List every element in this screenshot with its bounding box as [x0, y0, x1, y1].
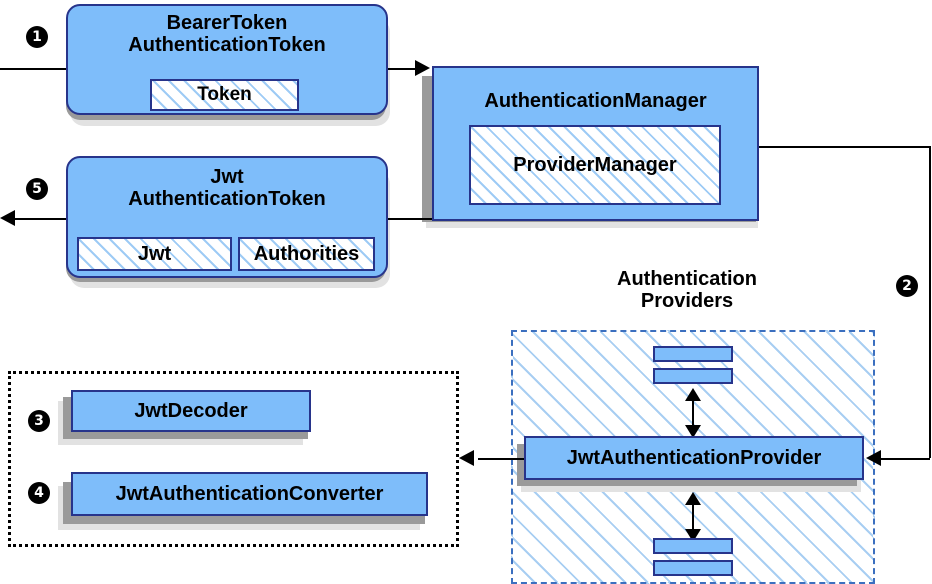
jwt-inner-authorities-box[interactable]: Authorities	[238, 237, 375, 271]
authentication-providers-title: Authentication Providers	[617, 268, 757, 313]
jwt-authentication-converter-label: JwtAuthenticationConverter	[115, 482, 384, 505]
provider-stub-bottom-1	[653, 538, 733, 554]
connector-manager-to-providers-top	[759, 146, 930, 148]
bearer-token-inner-label: Token	[197, 84, 252, 106]
connector-stub-top-to-provider	[692, 392, 694, 430]
jwt-support-components-container	[8, 371, 459, 547]
step-badge-4: 4	[28, 482, 50, 504]
connector-provider-to-stub-bottom	[692, 496, 694, 534]
step-badge-3: 3	[28, 410, 50, 432]
arrowhead-bearer-to-manager	[415, 60, 430, 76]
connector-manager-to-jwt-token	[388, 218, 436, 220]
provider-manager-box[interactable]: ProviderManager	[469, 125, 721, 205]
provider-stub-top-1	[653, 346, 733, 362]
step-badge-2: 2	[896, 275, 918, 297]
connector-outgoing-response	[15, 218, 75, 220]
jwt-authentication-provider-label: JwtAuthenticationProvider	[566, 446, 822, 469]
connector-bearer-to-manager	[388, 68, 423, 70]
arrowhead-into-support-box	[459, 450, 474, 466]
connector-incoming-request	[0, 68, 70, 70]
provider-stub-bottom-2	[653, 560, 733, 576]
jwt-authentication-provider[interactable]: JwtAuthenticationProvider	[524, 436, 864, 480]
provider-manager-label: ProviderManager	[513, 153, 677, 176]
jwt-inner-jwt-label: Jwt	[137, 242, 172, 265]
jwt-decoder[interactable]: JwtDecoder	[71, 390, 311, 432]
bearer-token-inner-token-box[interactable]: Token	[150, 79, 299, 111]
arrowhead-stub-bottom-up	[685, 492, 701, 505]
connector-manager-to-providers-vertical	[929, 146, 931, 458]
step-badge-1: 1	[26, 26, 48, 48]
jwt-inner-jwt-box[interactable]: Jwt	[77, 237, 232, 271]
arrowhead-outgoing-response	[0, 210, 15, 226]
jwt-authentication-converter[interactable]: JwtAuthenticationConverter	[71, 472, 428, 516]
provider-stub-top-2	[653, 368, 733, 384]
arrowhead-stub-top-down	[685, 425, 701, 438]
bearer-token-label: BearerToken AuthenticationToken	[128, 12, 326, 57]
connector-manager-to-providers-bottom	[880, 458, 930, 460]
authentication-manager-label: AuthenticationManager	[484, 90, 707, 112]
jwt-authentication-token-label: Jwt AuthenticationToken	[128, 166, 326, 211]
arrowhead-stub-top-up	[685, 388, 701, 401]
arrowhead-into-jwt-provider	[866, 450, 881, 466]
jwt-inner-authorities-label: Authorities	[253, 242, 360, 265]
connector-provider-to-support-box	[478, 458, 524, 460]
step-badge-5: 5	[26, 178, 48, 200]
jwt-decoder-label: JwtDecoder	[134, 399, 248, 422]
